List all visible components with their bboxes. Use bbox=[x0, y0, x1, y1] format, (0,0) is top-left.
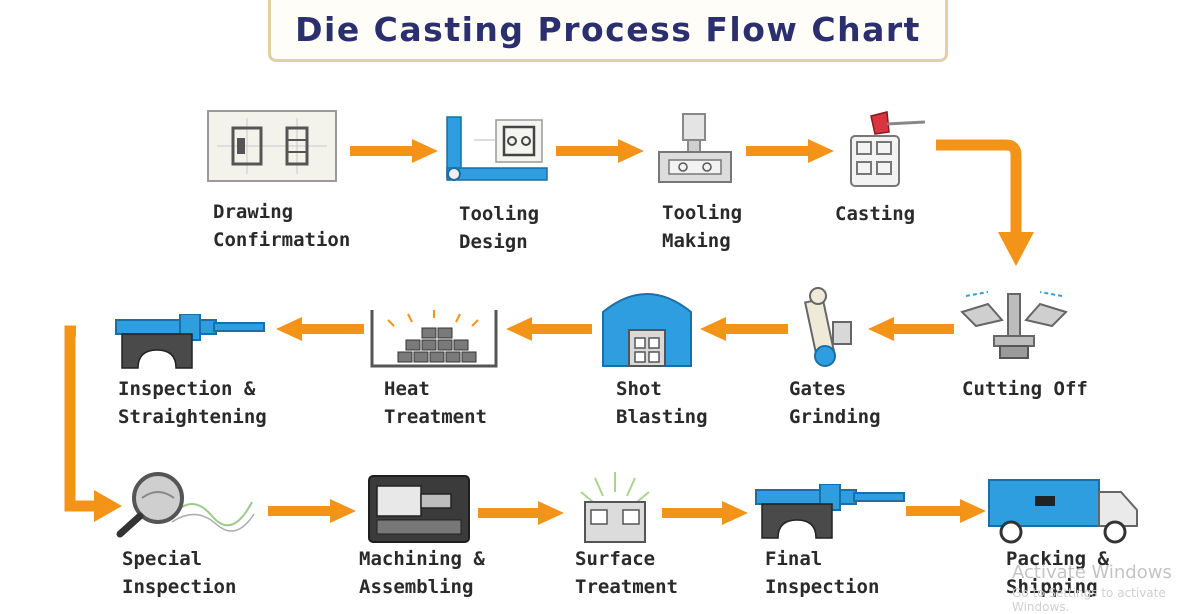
activate-windows-hint: Go to Settings to activate Windows. bbox=[1012, 586, 1166, 614]
cutting-off-icon bbox=[960, 291, 1068, 359]
arrow-drawing-to-design bbox=[350, 139, 438, 163]
label-surface-treatment: Surface Treatment bbox=[575, 548, 678, 598]
heat-treatment-icon bbox=[370, 310, 498, 368]
casting-icon bbox=[850, 111, 926, 187]
label-packing-shipping: Packing & Shipping bbox=[1006, 548, 1109, 598]
label-tooling-design: Tooling Design bbox=[459, 203, 540, 253]
arrow-final-to-packing bbox=[906, 499, 986, 523]
shot-blasting-icon bbox=[602, 293, 692, 367]
label-casting: Casting bbox=[835, 203, 916, 225]
label-tooling-making: Tooling Making bbox=[662, 202, 743, 252]
arrow-straightening-to-special bbox=[64, 325, 122, 522]
label-shot-blasting: Shot Blasting bbox=[616, 378, 708, 428]
arrow-grinding-to-blasting bbox=[700, 317, 788, 341]
arrow-blasting-to-heat bbox=[506, 317, 592, 341]
inspection-straightening-icon bbox=[115, 314, 265, 369]
activate-windows-watermark: Activate Windows bbox=[1012, 562, 1172, 583]
arrow-making-to-casting bbox=[746, 139, 834, 163]
arrow-casting-to-cutting bbox=[936, 139, 1034, 266]
arrow-machining-to-surface bbox=[478, 501, 564, 525]
label-machining-assembling: Machining & Assembling bbox=[359, 548, 485, 598]
label-special-inspection: Special Inspection bbox=[122, 548, 237, 598]
arrow-surface-to-final bbox=[662, 501, 748, 525]
arrow-heat-to-inspection bbox=[276, 317, 364, 341]
arrow-cutting-to-grinding bbox=[868, 317, 954, 341]
label-heat-treatment: Heat Treatment bbox=[384, 378, 487, 428]
arrow-design-to-making bbox=[556, 139, 644, 163]
title-banner: Die Casting Process Flow Chart bbox=[268, 0, 948, 62]
tooling-design-icon bbox=[446, 116, 548, 181]
arrow-special-to-machining bbox=[268, 499, 356, 523]
gates-grinding-icon bbox=[803, 287, 852, 367]
chart-title: Die Casting Process Flow Chart bbox=[295, 10, 921, 49]
tooling-making-icon bbox=[658, 113, 732, 183]
delivery-truck-icon bbox=[988, 479, 1138, 544]
surface-treatment-icon bbox=[580, 472, 650, 543]
final-inspection-icon bbox=[755, 484, 905, 539]
label-drawing-confirmation: Drawing Confirmation bbox=[213, 201, 351, 251]
label-gates-grinding: Gates Grinding bbox=[789, 378, 881, 428]
label-cutting-off: Cutting Off bbox=[962, 378, 1088, 400]
machining-assembling-icon bbox=[368, 475, 470, 543]
drawing-confirmation-icon bbox=[207, 110, 337, 182]
special-inspection-icon bbox=[116, 472, 255, 538]
label-final-inspection: Final Inspection bbox=[765, 548, 880, 598]
label-inspection-straightening: Inspection & Straightening bbox=[118, 378, 267, 428]
